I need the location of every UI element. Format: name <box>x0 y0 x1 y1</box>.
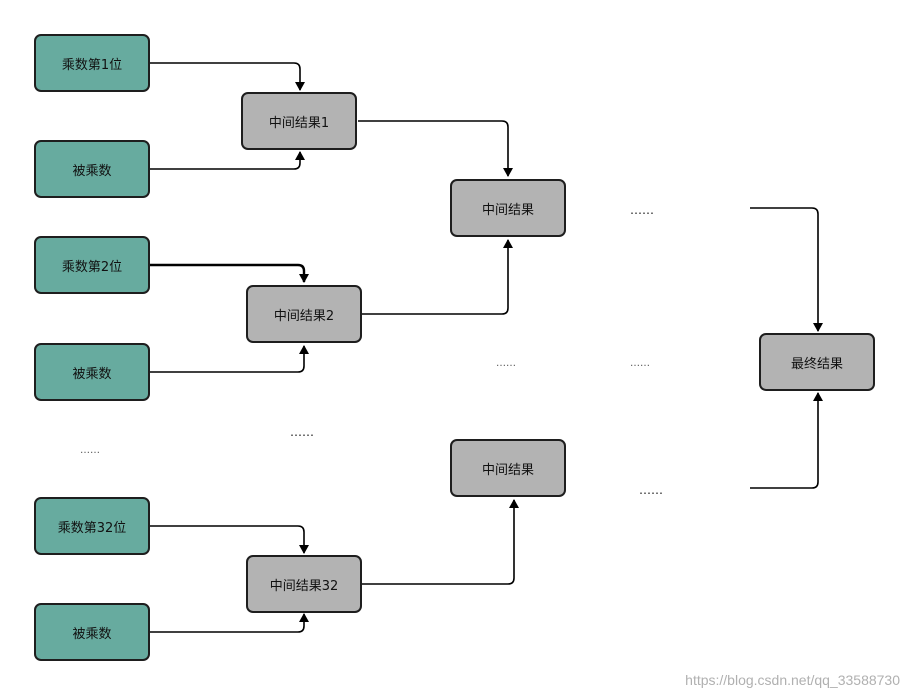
node-label: 被乘数 <box>72 366 112 382</box>
ellipsis-mid-right: …… <box>630 358 650 369</box>
ellipsis-bottom-right: …… <box>639 483 663 497</box>
edge-b1-r1 <box>150 151 305 170</box>
intermediate-result-2-node: 中间结果2 <box>246 285 362 343</box>
node-label: 乘数第32位 <box>57 520 127 536</box>
node-label: 乘数第1位 <box>61 57 123 73</box>
intermediate-result-node-a: 中间结果 <box>450 179 566 237</box>
edge-m32-r32 <box>150 525 309 554</box>
edge-b2-r2 <box>150 345 309 373</box>
final-result-node: 最终结果 <box>759 333 875 391</box>
multiplier-bit-1-node: 乘数第1位 <box>34 34 150 92</box>
ellipsis-top-right: …… <box>630 203 654 217</box>
multiplicand-node-2: 被乘数 <box>34 343 150 401</box>
intermediate-result-node-b: 中间结果 <box>450 439 566 497</box>
multiplicand-node-32: 被乘数 <box>34 603 150 661</box>
node-label: 中间结果1 <box>268 115 330 131</box>
ellipsis-center: …… <box>290 425 314 439</box>
edge-b32-r32 <box>150 613 309 633</box>
watermark-text: https://blog.csdn.net/qq_33588730 <box>685 672 900 688</box>
node-label: 被乘数 <box>72 163 112 179</box>
edge-top-final <box>750 207 823 332</box>
intermediate-result-1-node: 中间结果1 <box>241 92 357 150</box>
ellipsis-middle: …… <box>496 358 516 369</box>
node-label: 被乘数 <box>72 626 112 642</box>
ellipsis-left: …… <box>80 445 100 456</box>
edge-bottom-final <box>750 392 823 489</box>
multiplicand-node-1: 被乘数 <box>34 140 150 198</box>
multiplier-bit-32-node: 乘数第32位 <box>34 497 150 555</box>
node-label: 中间结果2 <box>273 308 335 324</box>
node-label: 最终结果 <box>790 356 843 372</box>
edge-r2-mid-a <box>362 239 513 315</box>
edge-r1-mid-a <box>358 120 513 177</box>
intermediate-result-32-node: 中间结果32 <box>246 555 362 613</box>
edge-m2-r2 <box>150 263 309 283</box>
node-label: 中间结果32 <box>269 578 339 594</box>
edge-r32-mid-b <box>362 499 519 585</box>
multiplier-bit-2-node: 乘数第2位 <box>34 236 150 294</box>
node-label: 乘数第2位 <box>61 259 123 275</box>
node-label: 中间结果 <box>481 462 534 478</box>
node-label: 中间结果 <box>481 202 534 218</box>
edge-m1-r1 <box>150 62 305 91</box>
